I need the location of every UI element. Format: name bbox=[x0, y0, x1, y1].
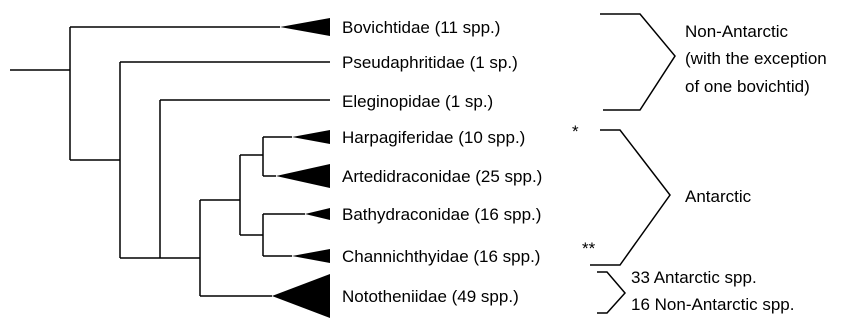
clade-triangle-bathydraconidae bbox=[305, 208, 330, 220]
taxon-label-channichthyidae: Channichthyidae (16 spp.) bbox=[342, 247, 540, 266]
clade-triangle-channichthyidae bbox=[292, 249, 330, 263]
bracket-antarctic bbox=[590, 129, 671, 266]
taxon-mark-channichthyidae: ** bbox=[582, 239, 596, 258]
bracket-non-antarctic bbox=[600, 13, 676, 111]
taxon-label-harpagiferidae: Harpagiferidae (10 spp.) bbox=[342, 128, 525, 147]
clade-triangle-bovichtidae bbox=[280, 18, 330, 36]
group-label-non-antarctic-1: Non-Antarctic bbox=[685, 22, 788, 41]
group-label-nototheniid-non-antarctic: 16 Non-Antarctic spp. bbox=[631, 295, 794, 314]
taxon-label-bathydraconidae: Bathydraconidae (16 spp.) bbox=[342, 205, 541, 224]
clade-triangle-harpagiferidae bbox=[292, 130, 330, 144]
taxon-mark-harpagiferidae: * bbox=[572, 122, 579, 141]
clade-triangle-nototheniidae bbox=[272, 274, 330, 318]
taxon-label-bovichtidae: Bovichtidae (11 spp.) bbox=[342, 18, 500, 37]
group-label-non-antarctic-2: (with the exception bbox=[685, 49, 827, 68]
clade-triangle-artedidraconidae bbox=[276, 164, 330, 188]
taxon-label-eleginopidae: Eleginopidae (1 sp.) bbox=[342, 92, 493, 111]
taxon-label-pseudaphritidae: Pseudaphritidae (1 sp.) bbox=[342, 53, 518, 72]
taxon-label-nototheniidae: Nototheniidae (49 spp.) bbox=[342, 287, 519, 306]
bracket-nototheniidae bbox=[597, 271, 626, 314]
taxon-label-artedidraconidae: Artedidraconidae (25 spp.) bbox=[342, 167, 542, 186]
group-label-non-antarctic-3: of one bovichtid) bbox=[685, 77, 810, 96]
group-label-nototheniid-antarctic: 33 Antarctic spp. bbox=[631, 268, 757, 287]
group-label-antarctic: Antarctic bbox=[685, 187, 752, 206]
